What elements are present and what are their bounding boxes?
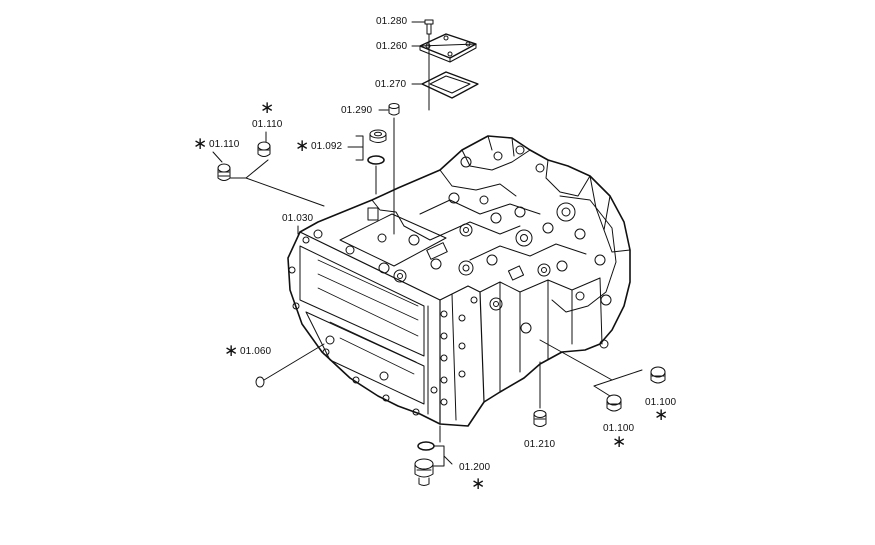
star-marker-01060: ∗ — [224, 341, 239, 361]
plugs-01100 — [540, 340, 665, 411]
part-label-01280: 01.280 — [376, 16, 408, 27]
breather-01290 — [379, 104, 399, 235]
star-marker-01100b: ∗ — [654, 405, 669, 425]
part-label-01270: 01.270 — [375, 79, 407, 90]
part-label-01060: 01.060 — [240, 346, 272, 357]
top-cover-assembly — [412, 20, 478, 110]
part-label-01290: 01.290 — [341, 105, 373, 116]
star-marker-01092: ∗ — [295, 136, 310, 156]
part-label-01110b: 01.110 — [209, 139, 240, 150]
part-label-01100b: 01.100 — [645, 397, 677, 408]
star-marker-01100a: ∗ — [612, 432, 627, 452]
housing-outline — [288, 136, 630, 426]
star-marker-01110b: ∗ — [193, 134, 208, 154]
part-label-01200: 01.200 — [459, 462, 491, 473]
seal-01060 — [256, 344, 324, 387]
part-label-01092: 01.092 — [311, 141, 343, 152]
star-marker-01200: ∗ — [471, 474, 486, 494]
star-marker-01110a: ∗ — [260, 98, 275, 118]
plugs-01110 — [213, 132, 324, 206]
part-label-01210: 01.210 — [524, 439, 556, 450]
part-label-01100a: 01.100 — [603, 423, 635, 434]
plug-01092 — [348, 130, 386, 194]
part-label-01110a: 01.110 — [252, 119, 283, 130]
housing-bosses — [289, 146, 611, 415]
part-label-01260: 01.260 — [376, 41, 408, 52]
drain-plug-01200 — [415, 426, 452, 486]
plug-01210 — [534, 362, 546, 427]
part-label-01030: 01.030 — [282, 213, 314, 224]
